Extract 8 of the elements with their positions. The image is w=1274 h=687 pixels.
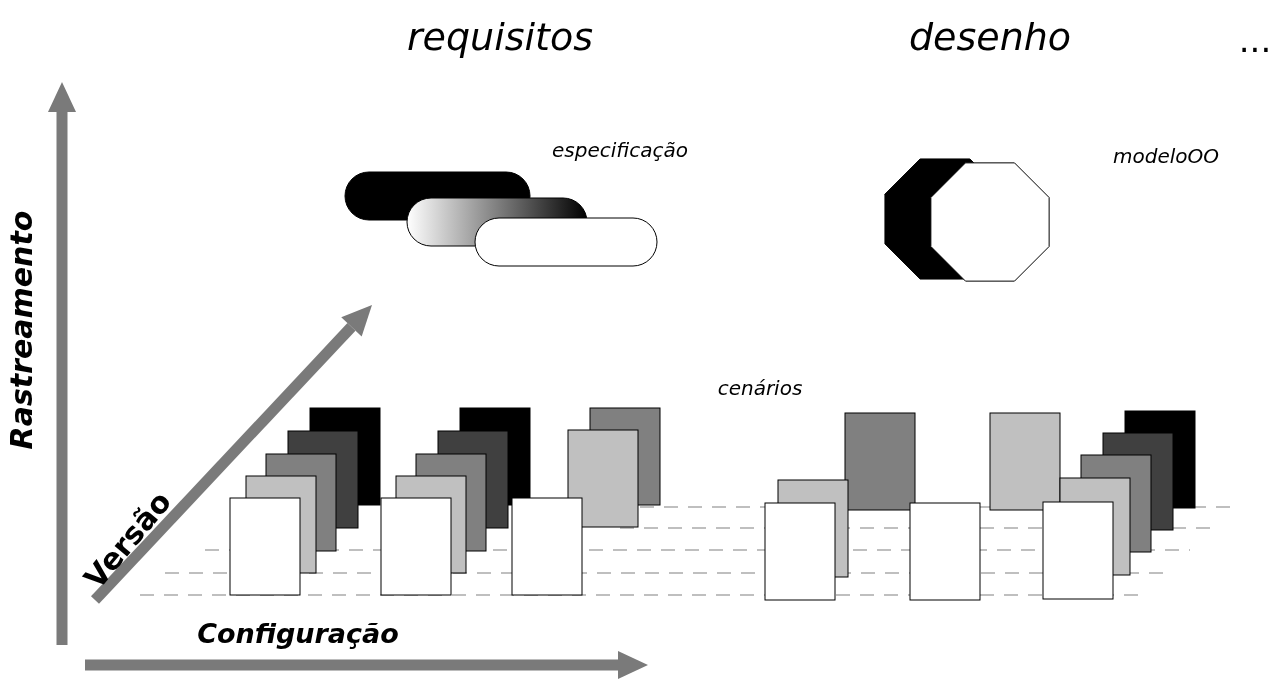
artifact-label: cenários — [717, 378, 803, 398]
axis-label: Configuração — [197, 619, 399, 647]
artifact-label: especificação — [552, 140, 688, 160]
phase-heading: desenho — [908, 18, 1072, 56]
axis-label: Rastreamento — [7, 210, 37, 450]
phase-heading: requisitos — [406, 18, 594, 56]
artifact-label: modeloOO — [1113, 146, 1219, 166]
ellipsis-label: ... — [1238, 23, 1272, 57]
